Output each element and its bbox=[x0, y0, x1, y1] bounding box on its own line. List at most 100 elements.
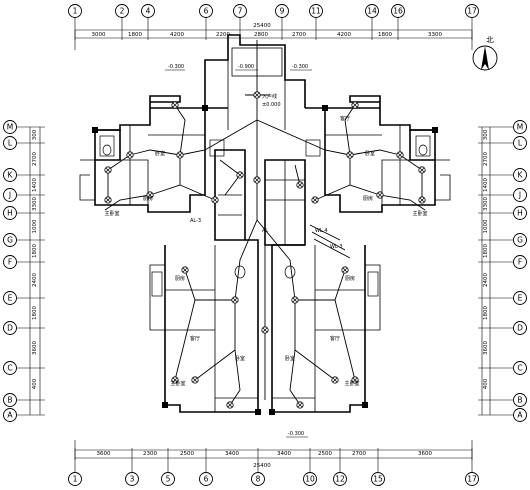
bottom-axis-15: 15 bbox=[371, 472, 385, 486]
ceiling-lamp bbox=[181, 266, 189, 274]
entry-elevation: ±0.000 bbox=[262, 102, 281, 108]
svg-text:14: 14 bbox=[367, 7, 377, 16]
left-axis-M: M bbox=[3, 120, 17, 134]
bottom-axis-17: 17 bbox=[465, 472, 479, 486]
svg-text:7: 7 bbox=[238, 7, 243, 16]
ceiling-lamp bbox=[253, 91, 261, 99]
svg-text:B: B bbox=[7, 396, 12, 405]
right-axis-A: A bbox=[513, 408, 527, 422]
svg-text:5: 5 bbox=[166, 475, 171, 484]
svg-text:H: H bbox=[7, 209, 13, 218]
top-segment-dim: 4200 bbox=[337, 32, 351, 38]
svg-text:D: D bbox=[7, 324, 13, 333]
svg-text:K: K bbox=[518, 171, 524, 180]
top-segment-dim: 3300 bbox=[428, 32, 442, 38]
right-segment-dim: 1400 bbox=[483, 178, 489, 192]
entry-box-label: 入户线 bbox=[262, 93, 277, 100]
top-axis-17: 17 bbox=[465, 4, 479, 18]
svg-text:17: 17 bbox=[467, 475, 477, 484]
ceiling-lamp bbox=[331, 376, 339, 384]
ceiling-lamp bbox=[231, 296, 239, 304]
svg-text:2: 2 bbox=[120, 7, 125, 16]
room-labels: 主卧室 厨房 卧室 主卧室 厨房 卧室 客厅 厨房 客厅 主卧室 卧室 厨房 客… bbox=[104, 115, 427, 387]
left-segment-dim: 1000 bbox=[32, 219, 38, 233]
right-segment-dim: 2700 bbox=[483, 152, 489, 166]
bottom-axis-10: 10 bbox=[303, 472, 317, 486]
top-segment-dim: 2800 bbox=[254, 32, 268, 38]
svg-text:K: K bbox=[8, 171, 14, 180]
svg-text:9: 9 bbox=[280, 7, 285, 16]
circuit-label-1: WL 4 bbox=[315, 228, 328, 234]
left-axis-D: D bbox=[3, 321, 17, 335]
left-segment-dim: 3600 bbox=[32, 341, 38, 355]
svg-text:F: F bbox=[8, 258, 12, 267]
ceiling-lamp bbox=[126, 151, 134, 159]
left-axis-B: B bbox=[3, 393, 17, 407]
ceiling-lamp bbox=[296, 401, 304, 409]
bottom-axis-5: 5 bbox=[161, 472, 175, 486]
svg-text:J: J bbox=[518, 191, 521, 200]
top-axis-1: 1 bbox=[68, 4, 82, 18]
svg-text:16: 16 bbox=[393, 7, 403, 16]
svg-text:3: 3 bbox=[130, 475, 135, 484]
right-axis-E: E bbox=[513, 291, 527, 305]
top-axis-11: 11 bbox=[309, 4, 323, 18]
ceiling-lamp bbox=[291, 296, 299, 304]
right-axis-F: F bbox=[513, 255, 527, 269]
svg-text:4: 4 bbox=[146, 7, 151, 16]
svg-text:L: L bbox=[518, 139, 523, 148]
room-living-lr: 客厅 bbox=[330, 335, 340, 342]
svg-text:E: E bbox=[8, 294, 13, 303]
ceiling-lamp bbox=[211, 196, 219, 204]
svg-text:6: 6 bbox=[204, 7, 209, 16]
room-kitchen-ur: 厨房 bbox=[363, 195, 373, 202]
left-segment-dim: 1400 bbox=[32, 178, 38, 192]
svg-text:C: C bbox=[7, 364, 12, 373]
room-living-ur: 客厅 bbox=[340, 115, 350, 122]
ceiling-lamp bbox=[346, 151, 354, 159]
right-segment-dim: 1800 bbox=[483, 306, 489, 320]
left-segment-dim: 2700 bbox=[32, 152, 38, 166]
ceiling-lamp bbox=[376, 191, 384, 199]
svg-text:1: 1 bbox=[73, 475, 78, 484]
bottom-axis-1: 1 bbox=[68, 472, 82, 486]
ceiling-lamp bbox=[253, 176, 261, 184]
svg-text:8: 8 bbox=[256, 475, 261, 484]
left-axis-E: E bbox=[3, 291, 17, 305]
ceiling-lamp bbox=[396, 151, 404, 159]
ceiling-lamp bbox=[351, 101, 359, 109]
ceiling-lamp bbox=[261, 326, 269, 334]
room-kitchen-lr: 厨房 bbox=[345, 275, 355, 282]
svg-text:B: B bbox=[517, 396, 522, 405]
right-axis-L: L bbox=[513, 136, 527, 150]
ceiling-lamp bbox=[236, 171, 244, 179]
left-axis-J: J bbox=[3, 188, 17, 202]
room-kitchen-ul: 厨房 bbox=[143, 195, 153, 202]
svg-text:A: A bbox=[517, 411, 523, 420]
room-kitchen-ll: 厨房 bbox=[175, 275, 185, 282]
left-segment-dim: 300 bbox=[32, 129, 38, 140]
svg-text:J: J bbox=[8, 191, 11, 200]
left-segment-dim: 400 bbox=[32, 378, 38, 389]
top-segment-dim: 1800 bbox=[128, 32, 142, 38]
bottom-segment-dim: 2500 bbox=[318, 451, 332, 457]
svg-text:H: H bbox=[517, 209, 523, 218]
ceiling-lamp bbox=[104, 196, 112, 204]
left-segment-dim: 1800 bbox=[32, 244, 38, 258]
left-segment-dim: 2400 bbox=[32, 273, 38, 287]
switchboard-label: AL bbox=[262, 228, 268, 234]
bottom-segment-dim: 3600 bbox=[418, 451, 432, 457]
elevation-top-right: -0.300 bbox=[292, 64, 308, 70]
svg-text:G: G bbox=[7, 236, 13, 245]
lamp-symbols bbox=[104, 91, 426, 409]
svg-text:M: M bbox=[517, 123, 523, 132]
riser-label: AL-3 bbox=[190, 218, 201, 224]
bottom-segment-dim: 3600 bbox=[97, 451, 111, 457]
ceiling-lamp bbox=[341, 266, 349, 274]
ceiling-lamp bbox=[191, 376, 199, 384]
left-segment-dim: 3300 bbox=[32, 197, 38, 211]
